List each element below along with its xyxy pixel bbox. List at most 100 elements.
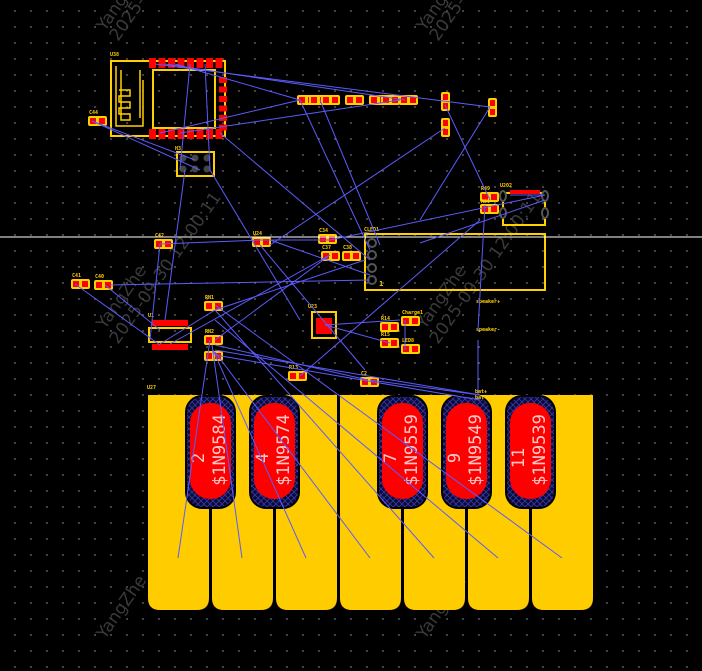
svg-text:U202: U202 <box>500 183 512 189</box>
ratsnest-line <box>419 199 546 244</box>
component-u1[interactable]: U1 <box>148 313 192 350</box>
component-label: Charge1 <box>402 310 423 316</box>
component-label: C38 <box>343 245 352 251</box>
component-cled[interactable]: CLED1 1 <box>364 227 546 291</box>
smd-part[interactable] <box>488 98 497 117</box>
touch-pad-4[interactable]: 4$1N9574 <box>249 395 300 509</box>
ratsnest-line <box>104 284 161 331</box>
component-label: C37 <box>322 245 331 251</box>
ratsnest-line <box>477 204 486 331</box>
u38-pads <box>149 58 227 139</box>
svg-text:2025-09-30 12:00:11: 2025-09-30 12:00:11 <box>426 0 546 45</box>
component-label: R15 <box>381 332 390 338</box>
ratsnest-line <box>444 104 491 201</box>
component-label: C44 <box>89 110 98 116</box>
ratsnest-line <box>211 344 243 559</box>
ratsnest-line <box>91 120 201 171</box>
smd-part[interactable]: C38 <box>342 245 361 261</box>
ratsnest-line <box>219 132 371 261</box>
ratsnest-line <box>329 194 546 241</box>
pad-net-label: $1N9559 <box>402 414 422 486</box>
ratsnest-line <box>319 99 381 246</box>
component-label: U24 <box>253 231 262 237</box>
label-r50: R50 <box>481 199 490 205</box>
pad-pin-label: 9 <box>445 453 465 463</box>
pad-net-label: $1N9549 <box>466 414 486 486</box>
component-label: C2 <box>361 371 367 377</box>
ratsnest-line <box>179 99 401 134</box>
svg-text:U38: U38 <box>110 52 119 58</box>
smd-part[interactable]: C40 <box>94 274 113 290</box>
ratsnest-line <box>299 99 371 251</box>
pad-net-label: $1N9574 <box>274 414 294 486</box>
ratsnest-line <box>159 239 261 245</box>
ratsnest-line <box>149 243 161 341</box>
ratsnest-line <box>174 63 301 101</box>
label-speaker-minus: speaker- <box>476 327 500 333</box>
ratsnest-line <box>74 283 161 346</box>
ratsnest-line <box>169 254 331 345</box>
ratsnest-line <box>179 63 191 171</box>
label-bat-minus: bat- <box>475 395 487 401</box>
smd-part[interactable] <box>345 95 364 105</box>
ratsnest-line <box>214 344 369 381</box>
label-u27: U27 <box>147 385 156 391</box>
ratsnest-line <box>109 279 371 286</box>
ratsnest-line <box>324 319 401 326</box>
component-label: C42 <box>155 233 164 239</box>
smd-part[interactable] <box>441 118 450 137</box>
pad-pin-label: 2 <box>189 453 209 463</box>
smd-part[interactable]: LED8 <box>401 338 420 354</box>
ratsnest-line <box>324 324 391 344</box>
component-label: RN1 <box>205 295 214 301</box>
smd-part[interactable]: C34 <box>318 228 337 244</box>
pad-net-label: $1N9584 <box>210 414 230 486</box>
label-bat-plus: bat+ <box>475 389 487 395</box>
ratsnest-line <box>159 309 216 345</box>
component-label: C41 <box>72 273 81 279</box>
smd-part[interactable]: R49 <box>480 186 499 202</box>
smd-part[interactable]: Charge1 <box>401 310 423 326</box>
ratsnest <box>74 63 563 559</box>
component-label: C34 <box>319 228 328 234</box>
component-u23[interactable]: U23 <box>308 304 337 339</box>
component-label: LED8 <box>402 338 414 344</box>
ratsnest-line <box>259 244 366 371</box>
touch-pad-9[interactable]: 9$1N9549 <box>441 395 492 509</box>
ratsnest-line <box>214 304 563 559</box>
smd-part[interactable]: RN2 <box>204 329 223 345</box>
svg-text:YangZhe: YangZhe <box>92 572 151 644</box>
svg-text:CLED1: CLED1 <box>364 227 379 233</box>
component-label: RN2 <box>205 329 214 335</box>
smd-part[interactable]: C41 <box>71 273 90 289</box>
ratsnest-line <box>164 63 406 101</box>
ratsnest-line <box>269 127 446 246</box>
ratsnest-line <box>214 319 499 559</box>
ratsnest-line <box>214 354 481 401</box>
touch-pad-7[interactable]: 7$1N9559 <box>377 395 428 509</box>
ratsnest-line <box>204 63 211 171</box>
svg-text:U1: U1 <box>148 313 154 319</box>
touch-pad-2[interactable]: 2$1N9584 <box>185 395 236 509</box>
ratsnest-line <box>177 339 211 559</box>
ratsnest-line <box>164 169 186 321</box>
touch-pad-11[interactable]: 11$1N9539 <box>505 395 556 509</box>
pad-pin-label: 11 <box>509 448 529 468</box>
component-label: R14 <box>381 316 390 322</box>
smd-part[interactable]: C42 <box>154 233 173 249</box>
smd-part[interactable]: R15 <box>380 332 399 348</box>
pad-pin-label: 4 <box>253 453 273 463</box>
smd-part[interactable] <box>321 95 340 105</box>
pad-pin-label: 7 <box>381 453 401 463</box>
pad-net-label: $1N9539 <box>530 414 550 486</box>
label-speaker-plus: speaker+ <box>476 299 500 305</box>
component-u202[interactable]: U202 <box>499 183 549 226</box>
svg-text:1: 1 <box>379 280 383 288</box>
ratsnest-line <box>91 120 196 161</box>
smd-part[interactable]: R14 <box>380 316 399 332</box>
component-label: R49 <box>481 186 490 192</box>
ratsnest-line <box>214 351 371 559</box>
ratsnest-line <box>209 169 301 321</box>
